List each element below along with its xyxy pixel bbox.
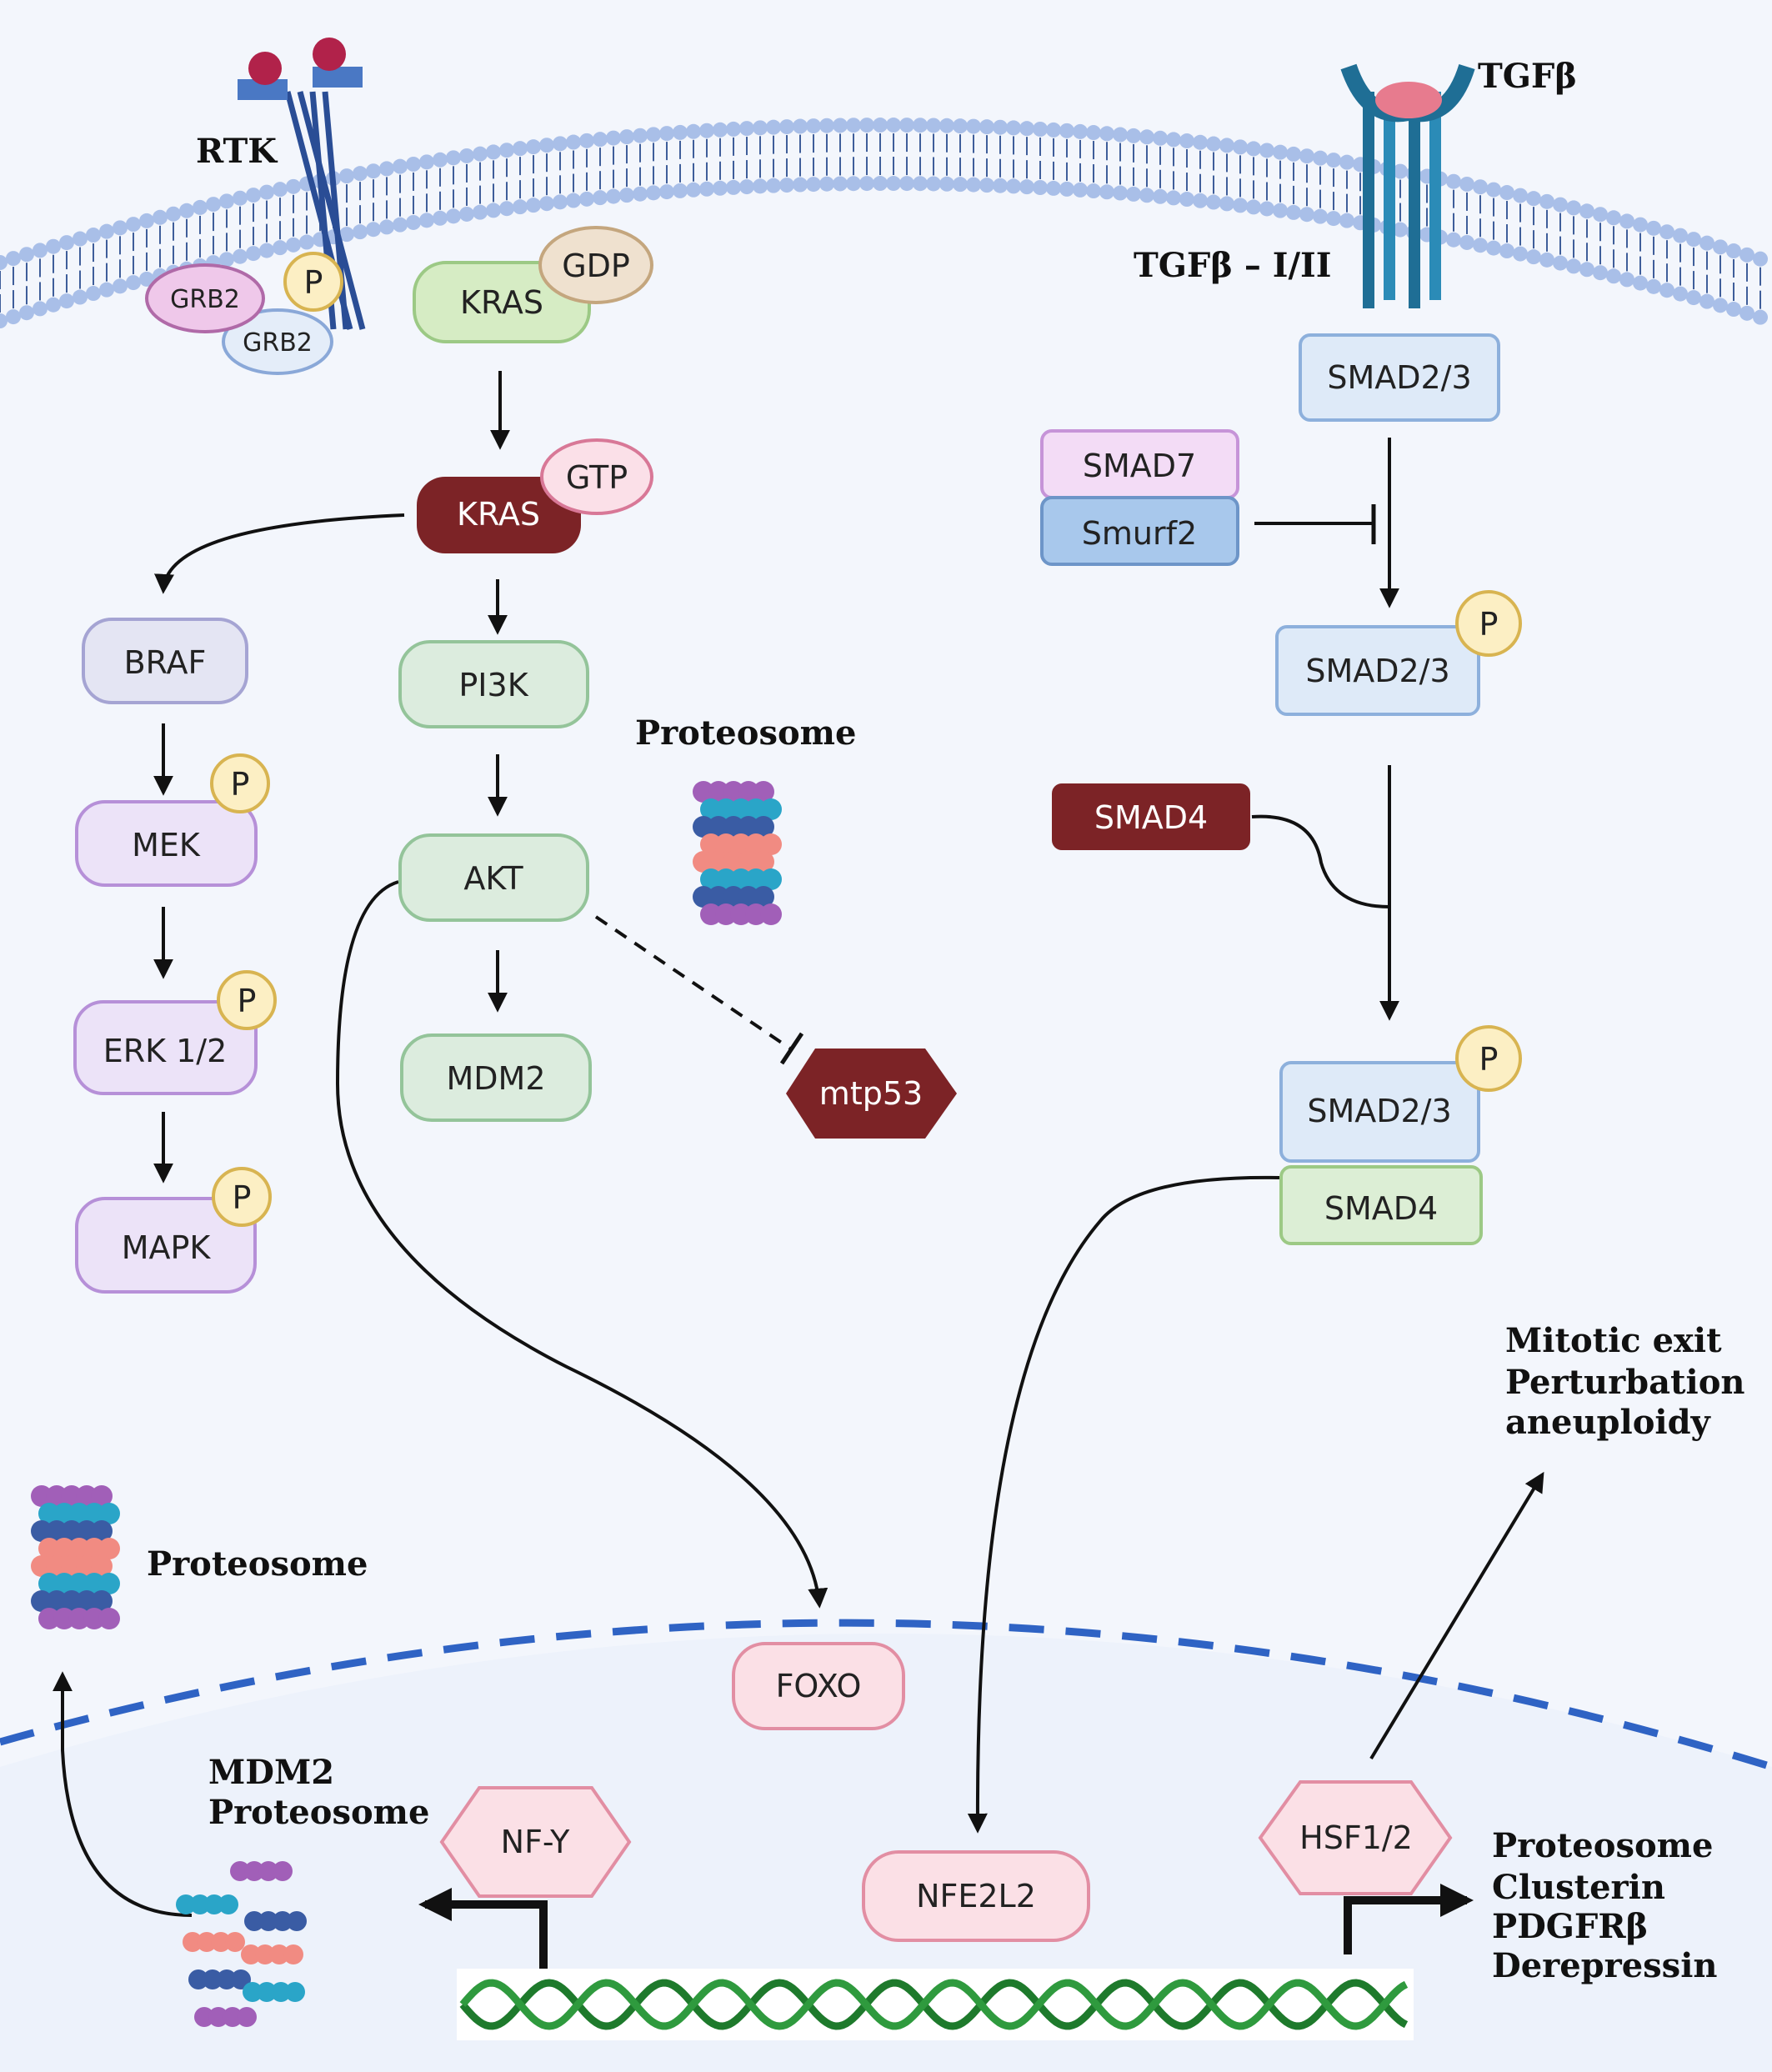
hsf-node: HSF1/2 bbox=[1258, 1780, 1453, 1895]
svg-text:KRAS: KRAS bbox=[457, 496, 540, 533]
smad4-complex-node: SMAD4 bbox=[1279, 1165, 1483, 1245]
svg-text:P: P bbox=[231, 766, 250, 803]
phospho-badge-smad-complex: P bbox=[1455, 1025, 1522, 1092]
svg-text:MDM2: MDM2 bbox=[446, 1060, 545, 1097]
gtp-badge: GTP bbox=[540, 438, 653, 515]
kras-gtp-node: KRAS bbox=[417, 477, 581, 553]
gdp-badge: GDP bbox=[538, 226, 653, 304]
svg-text:P: P bbox=[304, 264, 323, 301]
svg-text:MEK: MEK bbox=[132, 827, 201, 863]
mek-node: MEK bbox=[75, 800, 258, 887]
proteosome-label-left: Proteosome bbox=[147, 1544, 368, 1584]
svg-text:HSF1/2: HSF1/2 bbox=[1299, 1819, 1413, 1856]
svg-text:GTP: GTP bbox=[566, 459, 628, 496]
svg-text:PI3K: PI3K bbox=[458, 667, 528, 703]
svg-text:SMAD7: SMAD7 bbox=[1083, 448, 1196, 484]
svg-text:SMAD2/3: SMAD2/3 bbox=[1327, 359, 1471, 396]
smad23-node-phospho: SMAD2/3 bbox=[1275, 625, 1480, 716]
svg-text:NF-Y: NF-Y bbox=[501, 1824, 570, 1860]
rtk-label: RTK bbox=[196, 132, 278, 171]
mdm2-proteosome-label-line1: MDM2 bbox=[208, 1753, 334, 1792]
phospho-badge-smad23: P bbox=[1455, 590, 1522, 657]
mitotic-label-line1: Mitotic exit bbox=[1505, 1321, 1722, 1360]
svg-text:MAPK: MAPK bbox=[122, 1229, 212, 1266]
ligand-circle-1 bbox=[248, 52, 282, 85]
grb2-node-a: GRB2 bbox=[145, 263, 265, 333]
svg-text:P: P bbox=[233, 1179, 252, 1216]
tgfb-ligand bbox=[1375, 82, 1442, 118]
proteosome-scatter-icon bbox=[176, 1861, 307, 2027]
akt-node: AKT bbox=[398, 833, 589, 922]
erk-node: ERK 1/2 bbox=[73, 1000, 258, 1095]
braf-node: BRAF bbox=[82, 618, 248, 704]
svg-text:GDP: GDP bbox=[562, 248, 630, 284]
svg-text:P: P bbox=[1479, 1041, 1499, 1078]
mitotic-label-line2: Perturbation bbox=[1505, 1363, 1744, 1402]
smad7-node: SMAD7 bbox=[1040, 429, 1239, 499]
proteosome-icon-left bbox=[31, 1485, 120, 1629]
ligand-circle-2 bbox=[313, 38, 346, 71]
phospho-badge-mapk: P bbox=[212, 1167, 272, 1227]
svg-text:NFE2L2: NFE2L2 bbox=[916, 1878, 1036, 1914]
proteosome-icon-top bbox=[693, 781, 782, 925]
svg-text:BRAF: BRAF bbox=[124, 644, 207, 681]
mdm2-proteosome-label-line2: Proteosome bbox=[208, 1793, 429, 1832]
nfy-node: NF-Y bbox=[439, 1786, 632, 1898]
svg-text:Smurf2: Smurf2 bbox=[1082, 515, 1197, 552]
targets-label-line4: Derepressin bbox=[1492, 1946, 1717, 1985]
nfe2l2-node: NFE2L2 bbox=[862, 1850, 1090, 1942]
svg-text:GRB2: GRB2 bbox=[170, 285, 240, 314]
phospho-badge-erk: P bbox=[217, 970, 277, 1030]
mapk-node: MAPK bbox=[75, 1197, 257, 1294]
foxo-node: FOXO bbox=[732, 1642, 905, 1730]
svg-text:GRB2: GRB2 bbox=[243, 328, 313, 358]
tgfb-receptor bbox=[1340, 63, 1475, 308]
svg-text:SMAD2/3: SMAD2/3 bbox=[1305, 653, 1449, 689]
rtk-receptor bbox=[238, 38, 366, 330]
smurf2-node: Smurf2 bbox=[1040, 496, 1239, 566]
cell-membrane bbox=[0, 118, 1768, 328]
svg-text:SMAD4: SMAD4 bbox=[1094, 799, 1208, 836]
targets-label-line1: Proteosome bbox=[1492, 1826, 1713, 1865]
svg-text:mtp53: mtp53 bbox=[819, 1075, 923, 1112]
smad23-node-top: SMAD2/3 bbox=[1299, 333, 1500, 422]
tgfb-label: TGFβ bbox=[1478, 57, 1577, 96]
mitotic-label-line3: aneuploidy bbox=[1505, 1403, 1712, 1442]
phospho-badge-rtk: P bbox=[283, 252, 343, 312]
proteosome-label-top: Proteosome bbox=[635, 713, 856, 753]
svg-text:FOXO: FOXO bbox=[776, 1668, 862, 1704]
targets-label-line2: Clusterin bbox=[1492, 1868, 1665, 1907]
svg-text:KRAS: KRAS bbox=[460, 284, 543, 321]
svg-text:ERK 1/2: ERK 1/2 bbox=[103, 1033, 228, 1069]
tgfb-receptor-label: TGFβ – I/II bbox=[1134, 246, 1331, 285]
mtp53-node: mtp53 bbox=[786, 1049, 957, 1139]
svg-text:P: P bbox=[238, 983, 257, 1019]
svg-text:P: P bbox=[1479, 606, 1499, 643]
pi3k-node: PI3K bbox=[398, 640, 589, 728]
phospho-badge-mek: P bbox=[210, 753, 270, 813]
svg-text:SMAD2/3: SMAD2/3 bbox=[1307, 1093, 1451, 1129]
dna-helix bbox=[457, 1969, 1414, 2040]
smad23-complex-node: SMAD2/3 bbox=[1279, 1061, 1480, 1163]
svg-text:AKT: AKT bbox=[463, 860, 523, 897]
grb2-node-b: GRB2 bbox=[222, 308, 333, 375]
smad4-node-dark: SMAD4 bbox=[1052, 783, 1250, 850]
svg-text:SMAD4: SMAD4 bbox=[1324, 1190, 1438, 1227]
mdm2-node: MDM2 bbox=[400, 1033, 592, 1122]
connectors bbox=[53, 371, 1544, 1975]
targets-label-line3: PDGFRβ bbox=[1492, 1907, 1648, 1946]
